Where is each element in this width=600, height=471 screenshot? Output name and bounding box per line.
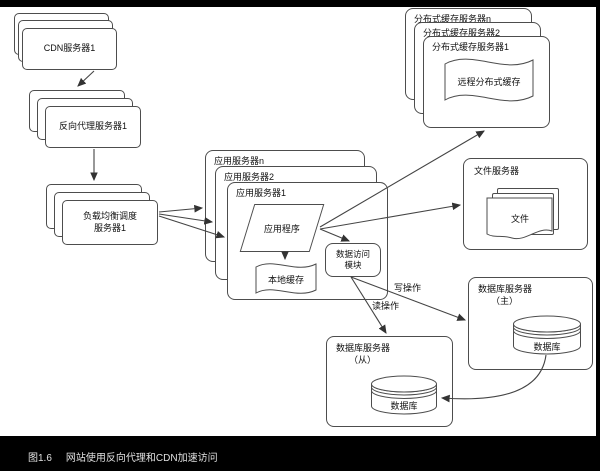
remote-cache-shape (444, 58, 534, 102)
figure-caption: 图1.6 网站使用反向代理和CDN加速访问 (28, 449, 218, 464)
figure-caption-title: 网站使用反向代理和CDN加速访问 (65, 453, 218, 464)
cdn-server-node: CDN服务器1 (22, 28, 117, 70)
load-balancer-node: 负载均衡调度 服务器1 (62, 200, 158, 245)
edge-label-write: 写操作 (394, 283, 422, 293)
data-access-module-label-line1: 数据访问 (335, 249, 370, 260)
db-slave-role: （从） (349, 355, 377, 365)
figure-caption-number: 图1.6 (28, 453, 52, 464)
load-balancer-label-line2: 服务器1 (93, 222, 126, 233)
db-master-label: 数据库服务器 (478, 284, 533, 294)
dist-cache-n-label: 分布式缓存服务器n (414, 14, 492, 24)
app-server-1-label: 应用服务器1 (236, 188, 287, 198)
edge-label-read: 读操作 (372, 301, 400, 311)
db-master-cylinder (513, 315, 581, 355)
load-balancer-label: 负载均衡调度 服务器1 (83, 211, 137, 234)
reverse-proxy-label: 反向代理服务器1 (58, 121, 127, 132)
db-slave-label: 数据库服务器 (336, 343, 391, 353)
file-server-label: 文件服务器 (474, 166, 520, 176)
db-master-role: （主） (491, 296, 519, 306)
dist-cache-2-label: 分布式缓存服务器2 (423, 28, 501, 38)
db-slave-cylinder-label: 数据库 (390, 401, 418, 411)
local-cache-label: 本地缓存 (267, 275, 304, 285)
load-balancer-label-line1: 负载均衡调度 (82, 211, 137, 222)
db-master-cylinder-label: 数据库 (533, 342, 561, 352)
file-doc-front (486, 197, 553, 240)
local-cache-shape (255, 263, 317, 294)
remote-cache-label: 远程分布式缓存 (457, 77, 521, 87)
data-access-module-node: 数据访问 模块 (325, 243, 381, 277)
dist-cache-1-label: 分布式缓存服务器1 (432, 42, 510, 52)
app-server-n-label: 应用服务器n (214, 156, 265, 166)
db-slave-cylinder (371, 375, 437, 415)
file-doc-label: 文件 (510, 214, 529, 224)
app-server-2-label: 应用服务器2 (224, 172, 275, 182)
app-program-label: 应用程序 (263, 223, 300, 234)
data-access-module-label-line2: 模块 (344, 260, 362, 270)
data-access-module-label: 数据访问 模块 (336, 249, 370, 270)
reverse-proxy-node: 反向代理服务器1 (45, 106, 141, 148)
app-program-node: 应用程序 (239, 204, 325, 252)
cdn-server-label: CDN服务器1 (43, 43, 96, 54)
